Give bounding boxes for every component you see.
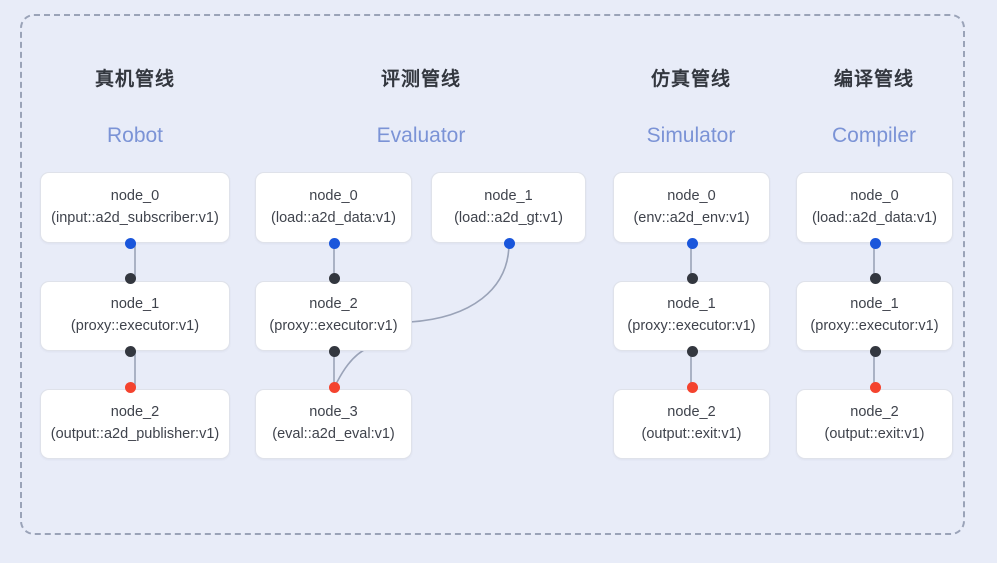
node-name: node_1 (850, 296, 899, 313)
port-input-black[interactable] (687, 273, 698, 284)
node-compiler-node_0[interactable]: node_0 (load::a2d_data:v1) (796, 172, 953, 249)
port-output-black[interactable] (687, 346, 698, 357)
node-type: (proxy::executor:v1) (269, 318, 398, 334)
node-type: (load::a2d_data:v1) (812, 209, 937, 226)
port-output-blue[interactable] (687, 238, 698, 249)
column-title-cn-simulator: 仿真管线 (650, 69, 731, 90)
port-output-blue[interactable] (504, 238, 515, 249)
column-title-cn-robot: 真机管线 (94, 69, 175, 90)
node-name: node_2 (667, 404, 716, 421)
node-evaluator-node_1[interactable]: node_1 (load::a2d_gt:v1) (431, 172, 586, 249)
node-name: node_1 (110, 296, 160, 313)
column-title-en-robot: Robot (106, 124, 164, 147)
node-name: node_0 (110, 187, 160, 204)
node-type: (output::a2d_publisher:v1) (50, 426, 220, 442)
node-type: (eval::a2d_eval:v1) (272, 426, 395, 442)
node-type: (load::a2d_data:v1) (271, 209, 396, 226)
column-title-en-evaluator: Evaluator (376, 124, 466, 147)
node-robot-node_2[interactable]: node_2 (output::a2d_publisher:v1) (40, 382, 230, 459)
node-simulator-node_1[interactable]: node_1 (proxy::executor:v1) (613, 273, 770, 357)
node-evaluator-node_0[interactable]: node_0 (load::a2d_data:v1) (255, 172, 412, 249)
port-output-blue[interactable] (329, 238, 340, 249)
port-input-red[interactable] (125, 382, 136, 393)
port-input-red[interactable] (870, 382, 881, 393)
node-evaluator-node_2[interactable]: node_2 (proxy::executor:v1) (255, 273, 412, 357)
node-type: (output::exit:v1) (641, 426, 742, 442)
port-output-black[interactable] (870, 346, 881, 357)
node-name: node_2 (110, 404, 160, 421)
node-compiler-node_2[interactable]: node_2 (output::exit:v1) (796, 382, 953, 459)
port-input-black[interactable] (329, 273, 340, 284)
port-output-black[interactable] (125, 346, 136, 357)
node-robot-node_1[interactable]: node_1 (proxy::executor:v1) (40, 273, 230, 357)
column-title-en-compiler: Compiler (831, 124, 917, 147)
node-name: node_2 (850, 404, 899, 421)
node-robot-node_0[interactable]: node_0 (input::a2d_subscriber:v1) (40, 172, 230, 249)
port-input-red[interactable] (687, 382, 698, 393)
port-input-black[interactable] (125, 273, 136, 284)
port-output-blue[interactable] (125, 238, 136, 249)
port-input-red[interactable] (329, 382, 340, 393)
node-name: node_0 (667, 187, 716, 204)
node-name: node_1 (667, 296, 716, 313)
node-name: node_3 (309, 404, 358, 421)
port-output-black[interactable] (329, 346, 340, 357)
node-simulator-node_0[interactable]: node_0 (env::a2d_env:v1) (613, 172, 770, 249)
node-name: node_0 (850, 187, 899, 204)
node-type: (env::a2d_env:v1) (633, 209, 750, 226)
node-type: (proxy::executor:v1) (627, 318, 756, 334)
port-output-blue[interactable] (870, 238, 881, 249)
column-title-en-simulator: Simulator (646, 124, 736, 147)
node-name: node_0 (309, 187, 358, 204)
column-title-cn-evaluator: 评测管线 (380, 69, 461, 90)
node-simulator-node_2[interactable]: node_2 (output::exit:v1) (613, 382, 770, 459)
node-type: (output::exit:v1) (824, 426, 925, 442)
port-input-black[interactable] (870, 273, 881, 284)
node-type: (input::a2d_subscriber:v1) (51, 209, 219, 226)
node-evaluator-node_3[interactable]: node_3 (eval::a2d_eval:v1) (255, 382, 412, 459)
column-title-cn-compiler: 编译管线 (833, 69, 914, 90)
node-name: node_2 (309, 296, 358, 313)
node-compiler-node_1[interactable]: node_1 (proxy::executor:v1) (796, 273, 953, 357)
node-type: (proxy::executor:v1) (810, 318, 939, 334)
node-name: node_1 (484, 187, 533, 204)
dashed-container-frame (20, 14, 965, 535)
node-type: (proxy::executor:v1) (70, 318, 200, 334)
node-type: (load::a2d_gt:v1) (454, 209, 563, 226)
